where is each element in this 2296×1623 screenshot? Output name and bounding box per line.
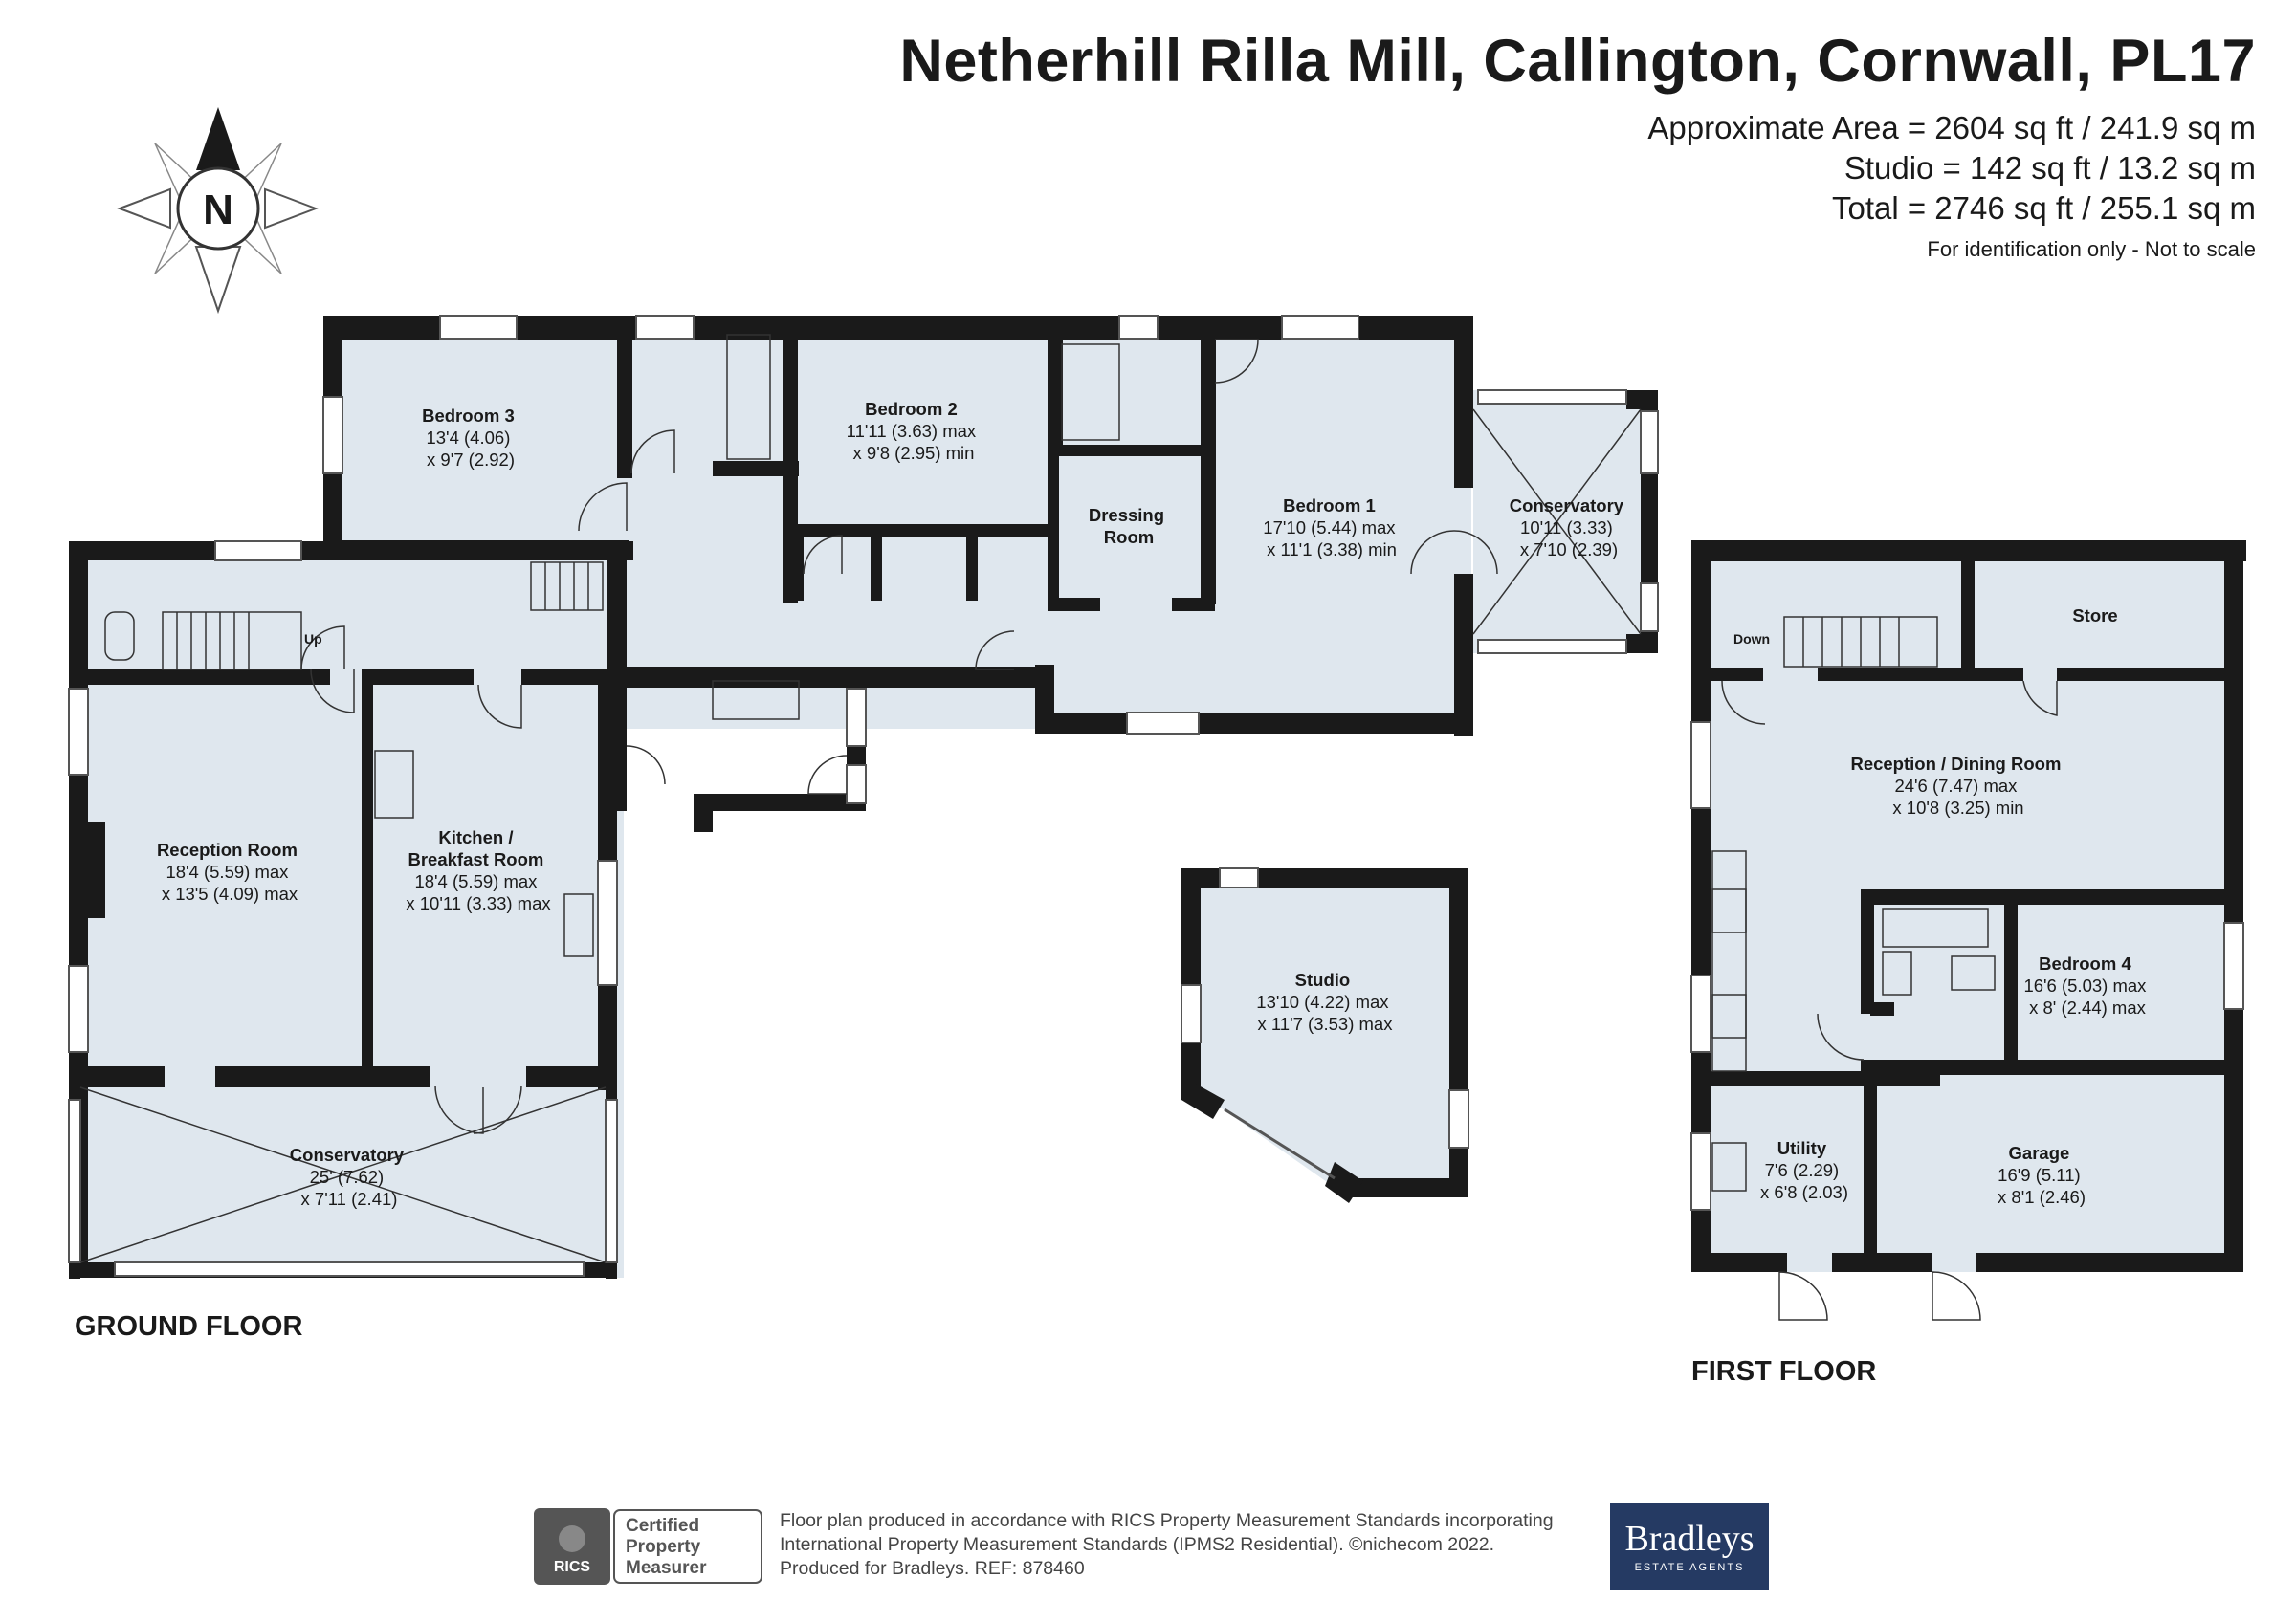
agent-name: Bradleys [1624,1519,1755,1559]
room-label-bedroom-4: Bedroom 4 16'6 (5.03) max x 8' (2.44) ma… [2023,954,2151,1018]
agent-logo: Bradleys ESTATE AGENTS [1610,1503,1769,1590]
identification-note: For identification only - Not to scale [1927,237,2256,261]
room-label-studio: Studio 13'10 (4.22) max x 11'7 (3.53) ma… [1256,970,1393,1034]
first-floor-label: FIRST FLOOR [1691,1356,1877,1387]
room-label-conservatory-bedroom-1: Conservatory 10'11 (3.33) x 7'10 (2.39) [1510,495,1628,559]
rics-line-1: Certified [626,1516,699,1536]
footer-line-3: Produced for Bradleys. REF: 878460 [780,1558,1085,1579]
room-label-conservatory: Conservatory 25' (7.62) x 7'11 (2.41) [290,1145,408,1209]
footer-line-1: Floor plan produced in accordance with R… [780,1510,1554,1531]
compass-letter: N [203,186,233,233]
room-label-utility: Utility 7'6 (2.29) x 6'8 (2.03) [1760,1138,1848,1202]
footer-line-2: International Property Measurement Stand… [780,1534,1495,1555]
stair-up-label: Up [304,631,322,647]
rics-line-3: Measurer [626,1558,707,1578]
room-label-bedroom-3: Bedroom 3 13'4 (4.06) x 9'7 (2.92) [422,406,519,470]
room-label-kitchen: Kitchen / Breakfast Room 18'4 (5.59) max… [406,827,551,913]
studio-area: Studio = 142 sq ft / 13.2 sq m [1843,150,2256,186]
room-label-dressing-room: Dressing Room [1089,505,1169,547]
stair-down-label: Down [1733,631,1770,647]
room-label-garage: Garage 16'9 (5.11) x 8'1 (2.46) [1998,1143,2086,1207]
footer-disclaimer: Floor plan produced in accordance with R… [780,1509,1554,1581]
rics-line-2: Property [626,1537,701,1557]
room-label-reception-room: Reception Room 18'4 (5.59) max x 13'5 (4… [157,840,302,904]
room-label-bedroom-1: Bedroom 1 17'10 (5.44) max x 11'1 (3.38)… [1263,495,1400,559]
compass-icon: N [117,107,319,315]
room-label-store: Store [2072,605,2117,625]
rics-mark: RICS [554,1559,591,1575]
ground-floor-windows [68,315,1659,1277]
ground-floor-plan: Up Bedroom 3 13'4 (4.06) x 9'7 (2.92) Be… [68,315,1659,1279]
room-label-reception-dining: Reception / Dining Room 24'6 (7.47) max … [1850,754,2065,818]
approximate-area: Approximate Area = 2604 sq ft / 241.9 sq… [1647,110,2256,145]
rics-certified-badge: RICS Certified Property Measurer [534,1508,762,1585]
property-title: Netherhill Rilla Mill, Callington, Cornw… [899,28,2256,95]
total-area: Total = 2746 sq ft / 255.1 sq m [1831,190,2256,226]
agent-subtitle: ESTATE AGENTS [1634,1562,1745,1573]
svg-text:Certified Property Mea: Certified Property Measurer [626,1516,707,1578]
studio-plan: Studio 13'10 (4.22) max x 11'7 (3.53) ma… [1181,867,1469,1203]
first-floor-plan: Down Store Reception / Dining Room 24'6 … [1690,540,2246,1321]
room-label-bedroom-2: Bedroom 2 11'11 (3.63) max x 9'8 (2.95) … [847,399,982,463]
ground-floor-label: GROUND FLOOR [75,1311,303,1342]
